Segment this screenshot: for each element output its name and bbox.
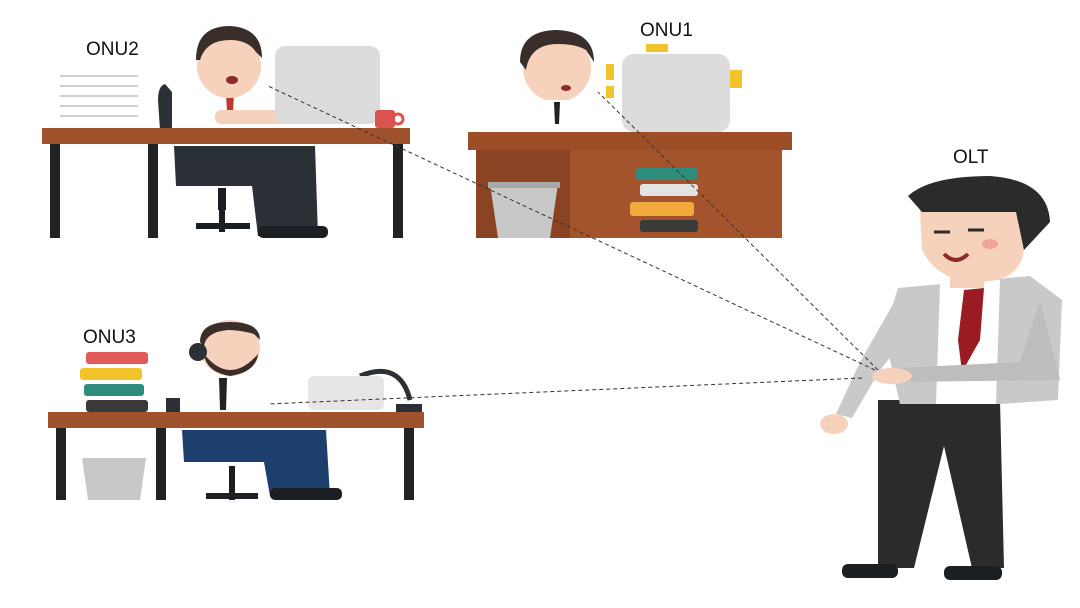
- olt-hand: [820, 414, 848, 434]
- chair-back: [158, 84, 172, 130]
- onu2-head: [197, 34, 261, 98]
- onu1-head: [523, 34, 591, 102]
- onu2-hair: [196, 26, 262, 60]
- onu1-hair: [520, 30, 594, 70]
- onu1-accent: [606, 64, 614, 80]
- book: [80, 368, 142, 380]
- trash-bin: [82, 458, 146, 500]
- mug-handle: [391, 112, 405, 126]
- onu3-hair: [200, 322, 260, 346]
- onu2-desk-top: [42, 128, 410, 144]
- olt-label: OLT: [953, 147, 989, 168]
- chair-post: [218, 188, 226, 210]
- paper-stack: [60, 75, 138, 117]
- onu3-desk-leg: [156, 428, 166, 500]
- onu2-shoe: [258, 226, 328, 238]
- book: [84, 384, 144, 396]
- olt-figure: [820, 176, 1062, 580]
- book: [630, 202, 694, 216]
- onu2-tie: [226, 94, 234, 112]
- onu3-head: [200, 320, 260, 376]
- onu3-label: ONU3: [83, 327, 136, 348]
- onu3-phone: [189, 343, 207, 361]
- olt-head: [920, 206, 1024, 282]
- onu1-tie: [554, 102, 560, 124]
- book: [86, 400, 148, 412]
- olt-arm: [836, 292, 920, 418]
- link-olt-onu3: [267, 377, 863, 405]
- onu2-workstation: [42, 26, 410, 238]
- olt-tie: [958, 288, 984, 372]
- olt-shoe: [944, 566, 1002, 580]
- onu3-desk-top: [48, 412, 424, 428]
- olt-mouth: [942, 252, 970, 262]
- olt-hand: [872, 368, 912, 384]
- onu2-monitor: [275, 46, 380, 124]
- book: [636, 168, 698, 180]
- onu1-mouth: [561, 85, 571, 91]
- onu3-trousers: [182, 430, 330, 496]
- desk-lamp-base: [396, 404, 422, 412]
- onu1-label: ONU1: [640, 20, 693, 41]
- onu3-desk-leg: [56, 428, 66, 500]
- olt-cheek: [982, 239, 998, 249]
- olt-hair: [908, 176, 1050, 250]
- onu1-accent: [730, 70, 742, 88]
- onu1-accent: [606, 86, 614, 98]
- onu2-trousers: [174, 146, 318, 236]
- cup: [166, 398, 180, 414]
- onu3-shoe: [270, 488, 342, 500]
- onu1-monitor-stand: [684, 122, 718, 134]
- olt-shoe: [842, 564, 898, 578]
- links: [267, 85, 879, 405]
- chair-base: [206, 466, 258, 500]
- onu2-desk-leg: [393, 144, 403, 238]
- onu3-tie: [219, 378, 227, 410]
- onu1-monitor: [622, 54, 730, 132]
- onu1-workstation: [468, 30, 792, 238]
- trash-bin: [490, 184, 558, 238]
- onu2-desk-leg: [148, 144, 158, 238]
- onu3-monitor: [308, 376, 384, 410]
- onu1-accent: [646, 44, 668, 52]
- trash-bin-rim: [488, 182, 560, 188]
- onu3-beard: [204, 354, 258, 376]
- onu3-workstation: [48, 320, 424, 500]
- mug: [375, 110, 395, 128]
- book: [86, 352, 148, 364]
- book: [640, 184, 698, 196]
- olt-arm: [900, 300, 1060, 382]
- link-olt-onu1: [597, 91, 879, 371]
- onu1-desk-top: [468, 132, 792, 150]
- book: [640, 220, 698, 232]
- desk-lamp: [359, 369, 413, 401]
- olt-trousers: [878, 400, 1004, 568]
- chair-base: [196, 208, 250, 232]
- onu2-desk-leg: [50, 144, 60, 238]
- onu2-label: ONU2: [86, 39, 139, 60]
- onu3-desk-leg: [404, 428, 414, 500]
- onu2-mouth: [226, 76, 238, 84]
